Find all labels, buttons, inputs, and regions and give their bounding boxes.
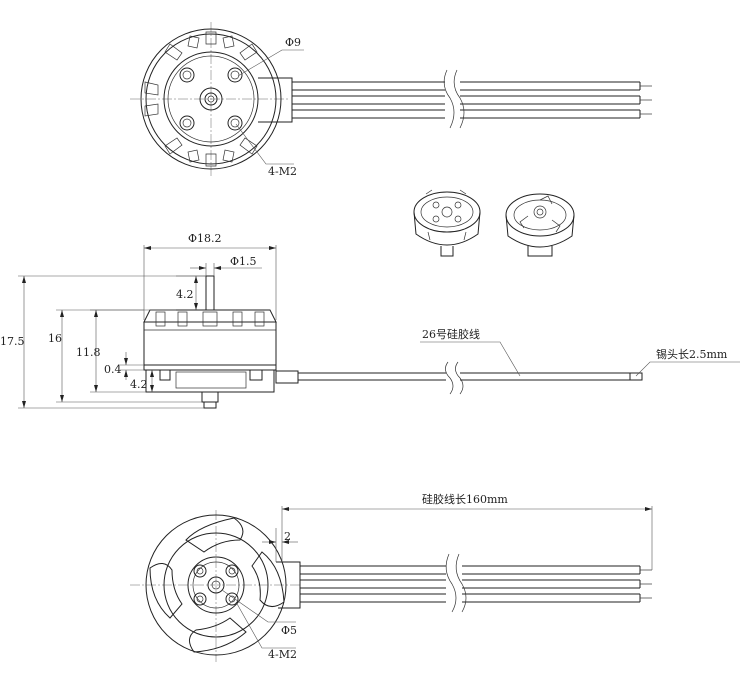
top-dia-leader	[237, 49, 304, 77]
dim-stator-height: 11.8	[76, 346, 101, 359]
top-dia-label: Φ9	[285, 36, 301, 49]
side-tin-end	[629, 372, 643, 381]
bottom-inner-ring	[163, 532, 269, 638]
bottom-holes-leader	[235, 601, 296, 649]
top-shaft	[204, 92, 218, 106]
top-wires	[292, 69, 652, 129]
bottom-cable-boot	[276, 561, 301, 609]
dim-base-height: 4.2	[130, 378, 148, 391]
top-slots	[144, 31, 258, 167]
bottom-spokes	[149, 517, 285, 653]
dim-overall-dia: Φ18.2	[188, 232, 222, 245]
tin-leader	[635, 361, 740, 377]
bottom-wires	[300, 553, 652, 613]
top-outer-ring	[140, 28, 282, 170]
iso-view-bottom	[505, 193, 575, 257]
bottom-holes-label: 4-M2	[268, 648, 297, 661]
offset-label: 2	[284, 530, 291, 543]
top-shaft-core	[207, 95, 215, 103]
center-dia-label: Φ5	[281, 624, 297, 637]
dim-body-height: 16	[48, 332, 62, 345]
top-bolt-holes	[179, 67, 243, 131]
top-hub-ring	[163, 51, 259, 147]
side-view: Φ18.2 Φ1.5 4.2 17.5 16 11.8	[0, 232, 740, 409]
dim-shaft-len: 4.2	[176, 288, 194, 301]
side-bottom-nut	[201, 392, 219, 403]
side-shaft	[205, 275, 215, 311]
tin-length-label: 锡头长2.5mm	[656, 347, 728, 361]
top-outer-ring-inner	[145, 33, 277, 165]
wire-length-label: 硅胶线长160mm	[422, 492, 508, 506]
side-cable-boot	[275, 370, 299, 384]
top-shaft-boss	[199, 87, 223, 111]
top-holes-label: 4-M2	[268, 165, 297, 178]
top-hub-ring-inner	[167, 55, 255, 143]
bottom-outer-ring	[145, 514, 287, 656]
side-bell	[143, 321, 277, 366]
bottom-center	[207, 576, 225, 594]
iso-view-top	[413, 189, 481, 257]
side-slots	[155, 311, 265, 327]
top-holes-leader	[235, 123, 294, 165]
dim-gap: 0.4	[104, 363, 122, 376]
wire-gauge-label: 26号硅胶线	[422, 327, 480, 341]
dim-shaft-dia: Φ1.5	[230, 255, 257, 268]
side-base	[145, 369, 275, 393]
center-dia-leader	[221, 589, 296, 623]
top-view: Φ9 4-M2	[130, 22, 652, 178]
bottom-bolt-holes	[193, 564, 239, 606]
bottom-view: 硅胶线长160mm 2 Φ5 4-M2	[130, 492, 653, 662]
top-cable-boot	[258, 77, 293, 123]
dim-total-height: 17.5	[0, 335, 25, 348]
wire-gauge-leader	[420, 341, 521, 377]
bottom-hub	[187, 556, 245, 614]
